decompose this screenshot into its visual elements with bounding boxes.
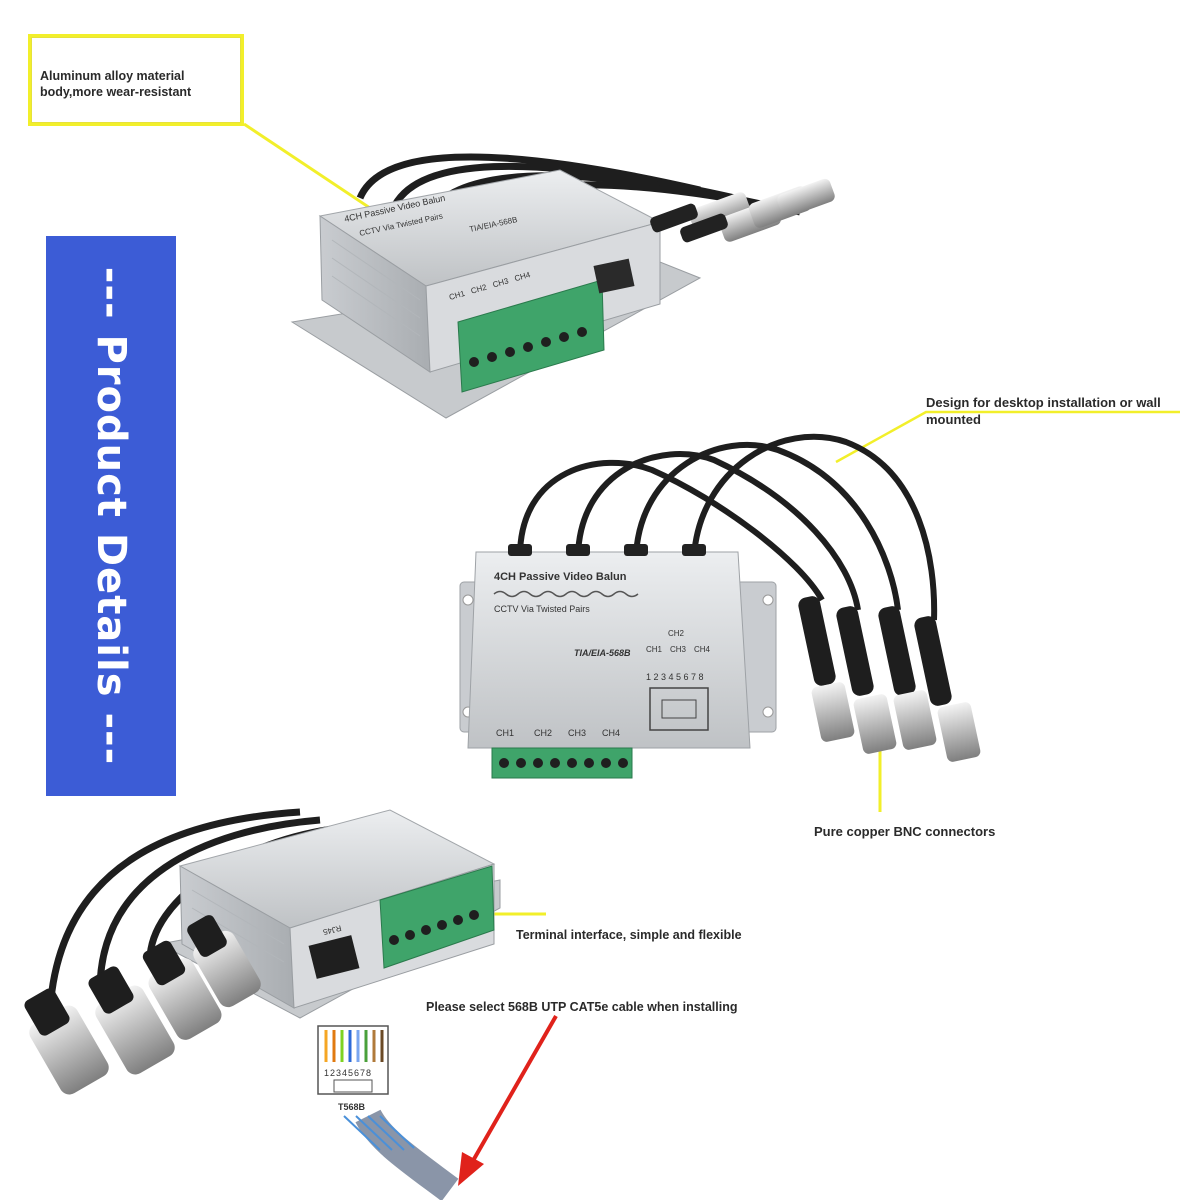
device2-title: 4CH Passive Video Balun [494,571,627,583]
cable-callout-text: Please select 568B UTP CAT5e cable when … [426,1000,738,1014]
device2-bnc-connectors [798,596,981,762]
device2-pin-numbers: 1 2 3 4 5 6 7 8 [646,672,704,682]
cat5e-cable [355,1109,459,1200]
device2-ch1-label: CH1 [496,728,514,738]
device2-ch3-label: CH3 [568,728,586,738]
terminal-callout-text: Terminal interface, simple and flexible [516,928,742,942]
device2-subtitle: CCTV Via Twisted Pairs [494,604,590,614]
device2-pin-ch4: CH4 [694,645,711,654]
device1-bnc-connectors [650,178,835,243]
device2-pin-ch3: CH3 [670,645,687,654]
balun-bottom-view: RJ45 [24,808,501,1095]
device2-pin-ch2: CH2 [668,629,685,638]
device3-terminal-block [379,865,495,969]
t568b-diagram: 12345678 T568B [317,1025,459,1200]
device2-ch2-label: CH2 [534,728,552,738]
balun-top-view: 4CH Passive Video Balun CCTV Via Twisted… [290,153,835,419]
bnc-callout-text: Pure copper BNC connectors [814,824,996,839]
device2-ch4-label: CH4 [602,728,620,738]
device2-standard: TIA/EIA-568B [574,648,631,658]
cable-arrow [468,1015,558,1167]
install-leader-line [835,410,1180,464]
install-callout-text: Design for desktop installation or wall … [926,395,1161,427]
material-callout-text: Aluminum alloy material body,more wear-r… [40,69,192,99]
device2-pin-ch1: CH1 [646,645,663,654]
t568b-pins: 12345678 [324,1068,372,1078]
t568b-label: T568B [338,1102,366,1112]
device3-rj45-port [308,935,360,979]
device3-bnc-connectors [24,915,261,1095]
balun-front-view: 4CH Passive Video Balun CCTV Via Twisted… [459,433,981,779]
material-callout-box [28,34,244,126]
device2-rj45-port [649,687,709,731]
product-details-banner [46,236,176,796]
